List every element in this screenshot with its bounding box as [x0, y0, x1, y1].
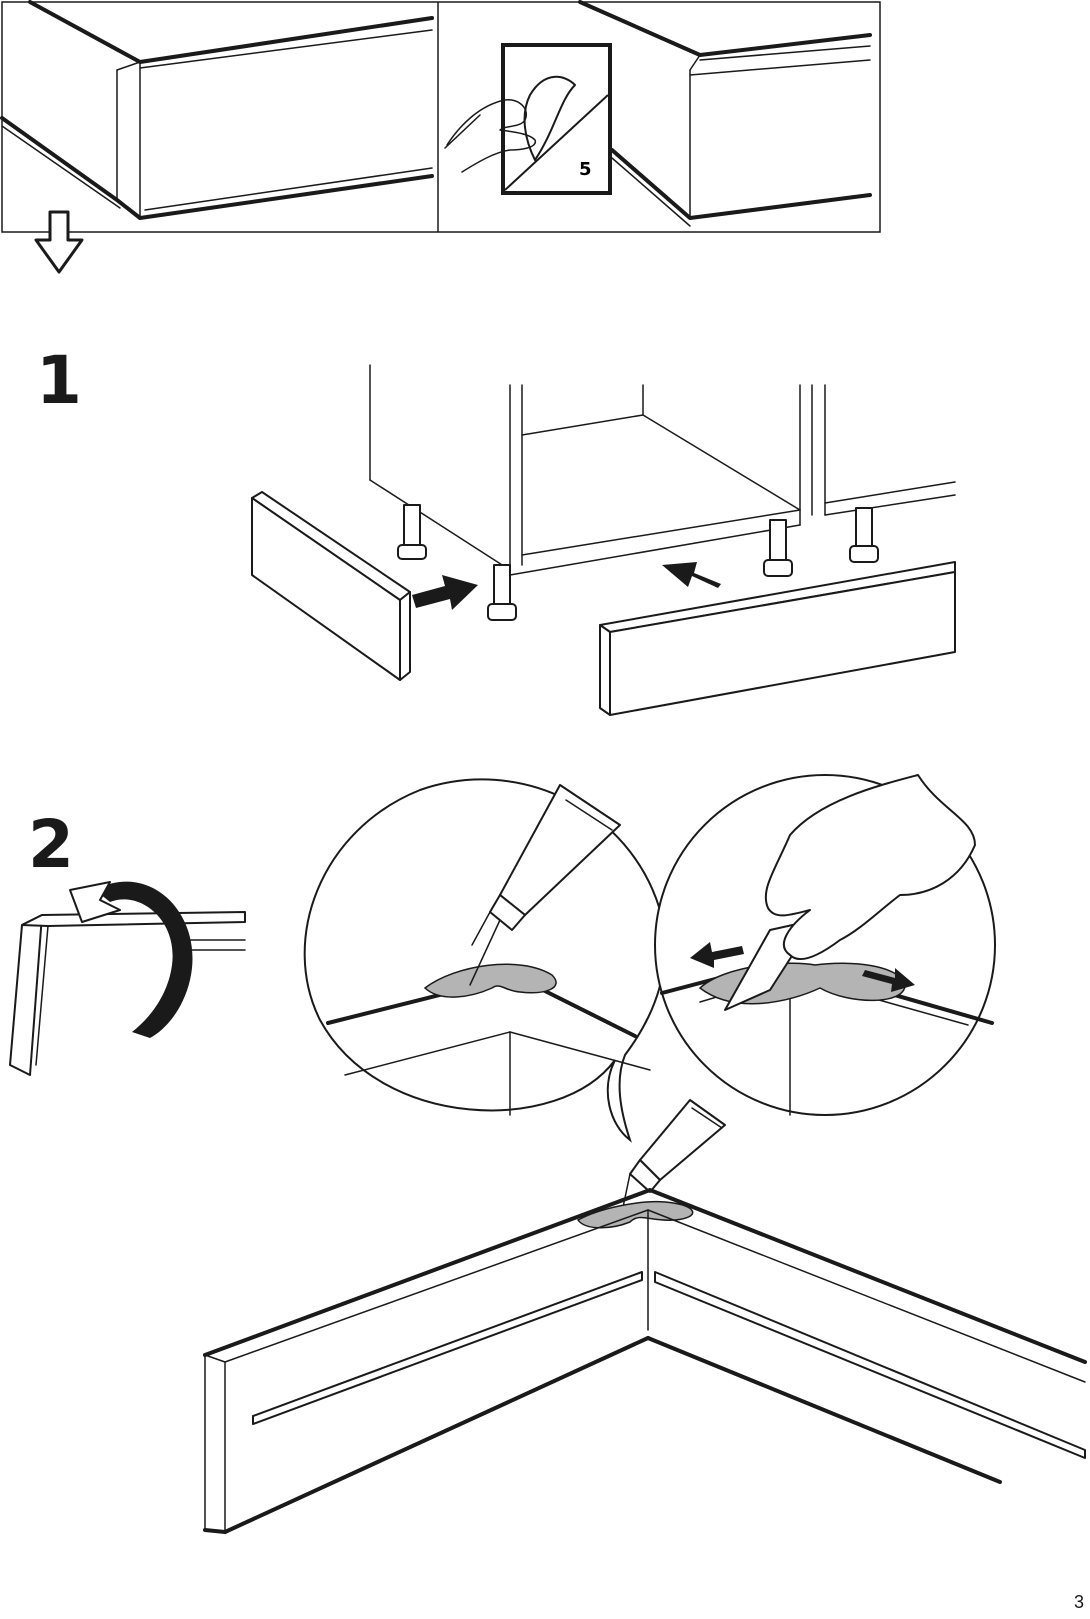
cabinet-leg [764, 520, 792, 576]
step-1-illustration [0, 340, 1090, 740]
page-reference: 5 [579, 159, 592, 180]
plinth-board-right [600, 562, 955, 715]
cabinet-leg [488, 565, 516, 620]
hollow-down-arrow-icon [36, 212, 82, 272]
plinth-corner-left [2, 2, 432, 218]
plinth-board-left [252, 492, 410, 680]
plinth-corner-assembly [0, 1100, 1090, 1550]
reference-panel-illustration: 5 [0, 0, 1090, 280]
reference-panel: 5 [0, 0, 1090, 280]
glue-spread-detail [655, 775, 995, 1115]
cabinet-base-with-legs [0, 340, 1090, 740]
glue-apply-detail [305, 779, 665, 1140]
push-arrow-icon [662, 562, 721, 588]
push-arrow-icon [412, 575, 478, 610]
cabinet-leg [850, 508, 878, 562]
plinth-corner-right [580, 2, 870, 226]
page-number: 3 [1074, 1592, 1084, 1613]
